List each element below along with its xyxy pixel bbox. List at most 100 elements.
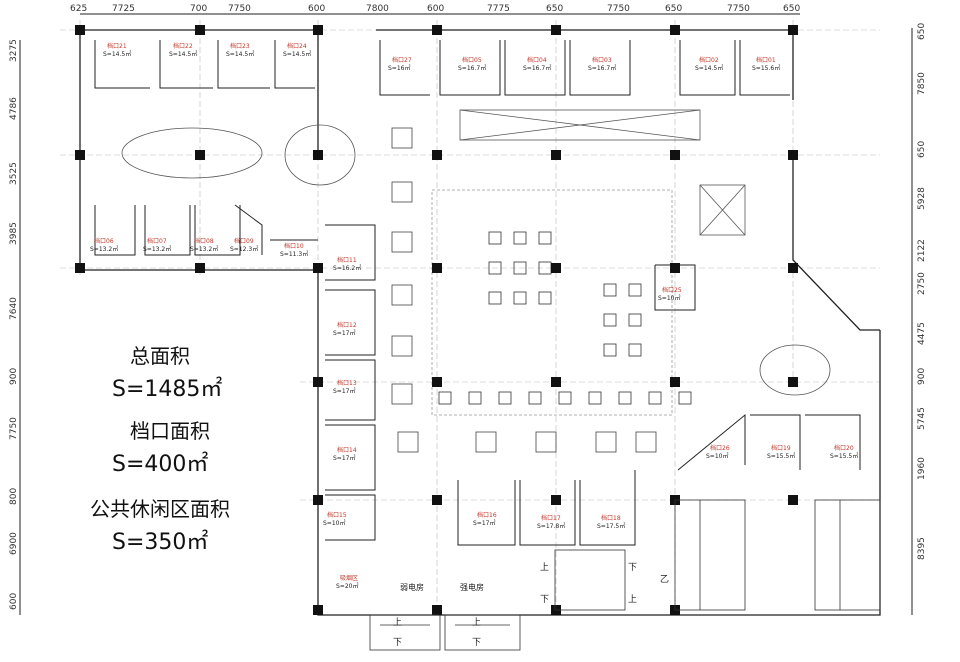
stall-name-label: 档口21 bbox=[107, 42, 127, 50]
stall-name-label: 档口04 bbox=[527, 56, 547, 64]
stall-area-label: 档口面积 bbox=[130, 419, 210, 443]
stall-area-label: S=12.3㎡ bbox=[230, 245, 258, 253]
dining-table bbox=[603, 283, 617, 297]
column bbox=[432, 605, 442, 615]
stall-name-label: 档口14 bbox=[337, 446, 357, 454]
dimension-right-label: 8395 bbox=[917, 537, 927, 560]
stall-area-label: S=20㎡ bbox=[336, 582, 358, 590]
column bbox=[670, 263, 680, 273]
dining-table bbox=[603, 313, 617, 327]
stall-area-label: S=10㎡ bbox=[658, 294, 680, 302]
dining-table bbox=[498, 391, 512, 405]
stall-name-label: 档口11 bbox=[337, 256, 357, 264]
dining-table bbox=[488, 291, 502, 305]
dimension-left-label: 4786 bbox=[9, 97, 19, 120]
column bbox=[75, 25, 85, 35]
stall-area-value: S=400㎡ bbox=[112, 452, 209, 477]
stall-area-label: S=10㎡ bbox=[706, 452, 728, 460]
column bbox=[788, 377, 798, 387]
stall-area-label: S=14.5㎡ bbox=[226, 50, 254, 58]
stall-area-label: S=14.5㎡ bbox=[103, 50, 131, 58]
toilet-area bbox=[674, 499, 881, 611]
stall-name-label: 档口24 bbox=[287, 42, 307, 50]
stall-name-label: 档口15 bbox=[327, 511, 347, 519]
stall-name-label: 吸烟区 bbox=[340, 574, 358, 582]
dimension-top-label: 7725 bbox=[112, 4, 135, 14]
dimension-left-label: 3985 bbox=[9, 222, 19, 245]
column bbox=[195, 25, 205, 35]
column bbox=[670, 25, 680, 35]
stall-area-label: S=16.2㎡ bbox=[333, 264, 361, 272]
stall-name-label: 档口27 bbox=[392, 56, 412, 64]
dimension-top-label: 700 bbox=[190, 4, 207, 14]
dining-table bbox=[538, 231, 552, 245]
stall-area-label: S=17.8㎡ bbox=[537, 522, 565, 530]
stall-name-label: 档口25 bbox=[662, 286, 682, 294]
dimension-top-label: 600 bbox=[427, 4, 444, 14]
stall-area-label: S=17㎡ bbox=[333, 454, 355, 462]
public-area-value: S=350㎡ bbox=[112, 530, 209, 555]
dimension-right-label: 900 bbox=[917, 368, 927, 385]
stall-name-label: 档口20 bbox=[834, 444, 854, 452]
stair-down-label-4: 下 bbox=[628, 563, 637, 573]
stall-name-label: 档口19 bbox=[771, 444, 791, 452]
column bbox=[75, 150, 85, 160]
dining-table bbox=[588, 391, 602, 405]
stall-name-label: 档口02 bbox=[699, 56, 719, 64]
dining-table bbox=[628, 313, 642, 327]
dimension-top-label: 600 bbox=[308, 4, 325, 14]
stairs bbox=[369, 549, 626, 651]
dimension-top-label: 7750 bbox=[607, 4, 630, 14]
dimension-top-label: 650 bbox=[665, 4, 682, 14]
dining-table bbox=[488, 231, 502, 245]
dining-area bbox=[121, 109, 831, 416]
dining-table bbox=[513, 291, 527, 305]
dimension-top-label: 650 bbox=[783, 4, 800, 14]
dimension-right-label: 2750 bbox=[917, 272, 927, 295]
stair-down-label-2: 下 bbox=[472, 638, 481, 648]
stall-area-label: S=10㎡ bbox=[323, 519, 345, 527]
column bbox=[313, 25, 323, 35]
stall-walls bbox=[94, 40, 861, 546]
column bbox=[313, 263, 323, 273]
dining-table bbox=[603, 343, 617, 357]
dimension-right-label: 5928 bbox=[917, 187, 927, 210]
column bbox=[670, 377, 680, 387]
column bbox=[788, 263, 798, 273]
column bbox=[75, 263, 85, 273]
stair-down-label: 下 bbox=[393, 638, 402, 648]
stair-up-label: 上 bbox=[393, 617, 402, 628]
stall-name-label: 档口18 bbox=[601, 514, 621, 522]
stall-name-label: 档口17 bbox=[541, 514, 561, 522]
dimension-top-label: 7750 bbox=[228, 4, 251, 14]
stall-area-label: S=14.5㎡ bbox=[695, 64, 723, 72]
column bbox=[788, 150, 798, 160]
stall-labels: 档口21S=14.5㎡档口22S=14.5㎡档口23S=14.5㎡档口24S=1… bbox=[90, 42, 858, 590]
strong-power-room-label: 强电房 bbox=[460, 582, 484, 592]
dimension-left-label: 3525 bbox=[9, 162, 19, 185]
stall-area-label: S=15.6㎡ bbox=[752, 64, 780, 72]
stair-up-label-3: 上 bbox=[540, 562, 549, 573]
dining-table bbox=[558, 391, 572, 405]
dining-table bbox=[628, 343, 642, 357]
column bbox=[313, 605, 323, 615]
dimension-right-label: 7850 bbox=[917, 72, 927, 95]
column bbox=[788, 25, 798, 35]
stall-name-label: 档口01 bbox=[756, 56, 776, 64]
stall-area-label: S=16㎡ bbox=[388, 64, 410, 72]
stall-area-label: S=15.5㎡ bbox=[767, 452, 795, 460]
column bbox=[551, 377, 561, 387]
dimension-top-label: 650 bbox=[546, 4, 563, 14]
column bbox=[432, 495, 442, 505]
stall-area-label: S=13.2㎡ bbox=[190, 245, 218, 253]
stall-name-label: 档口08 bbox=[194, 237, 214, 245]
stall-area-label: S=15.5㎡ bbox=[830, 452, 858, 460]
total-area-value: S=1485㎡ bbox=[112, 377, 223, 402]
column bbox=[432, 150, 442, 160]
dimension-left-label: 800 bbox=[9, 488, 19, 505]
stall-name-label: 档口13 bbox=[337, 379, 357, 387]
dining-table bbox=[538, 291, 552, 305]
column bbox=[551, 150, 561, 160]
public-area-label: 公共休闲区面积 bbox=[90, 497, 230, 521]
